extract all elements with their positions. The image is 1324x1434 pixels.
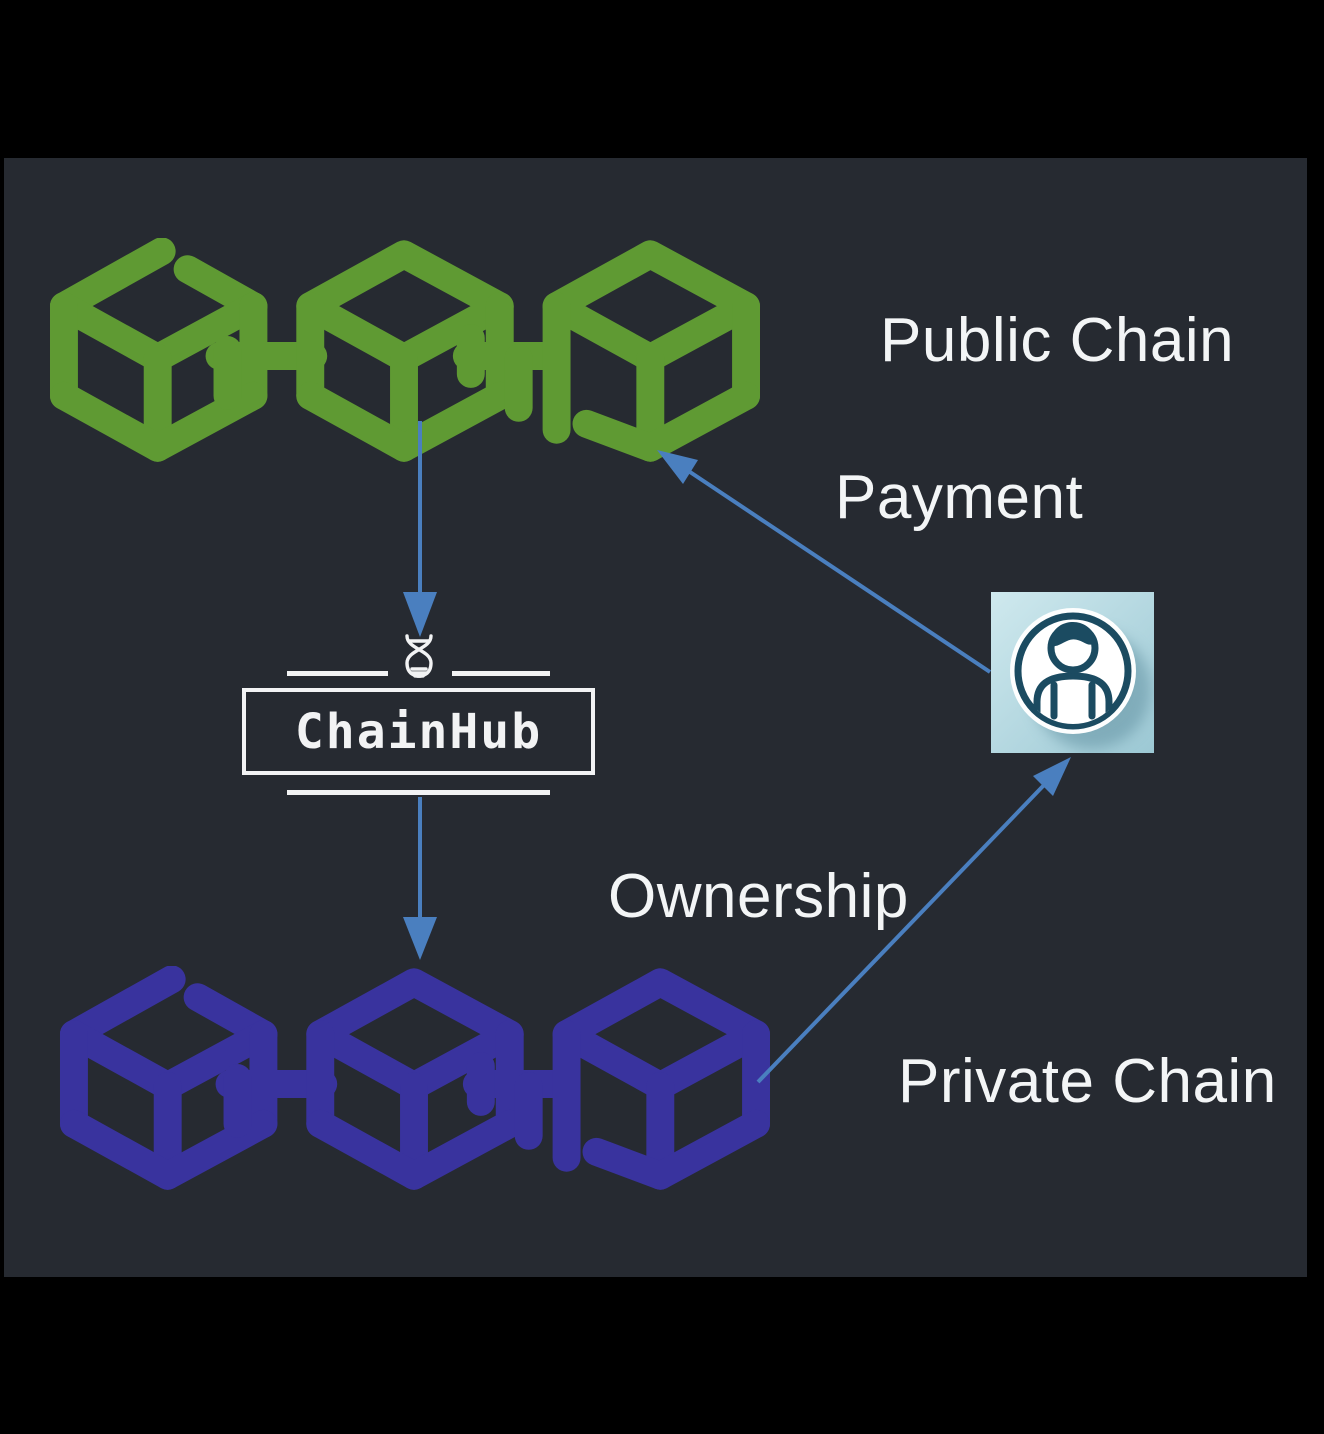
hub-top-line-right — [452, 671, 550, 676]
blockchain-cubes-green-icon — [49, 238, 761, 462]
public-chain-label: Public Chain — [880, 306, 1235, 375]
diagram-panel: ChainHub — [4, 158, 1307, 1277]
private-blockchain-icon — [58, 966, 772, 1194]
hub-top-line-left — [287, 671, 388, 676]
hub-to-private-arrow — [403, 797, 437, 960]
public-blockchain-icon — [48, 238, 762, 466]
chainhub-title: ChainHub — [294, 703, 543, 760]
dna-icon — [405, 634, 433, 678]
payment-label: Payment — [835, 463, 1084, 532]
chainhub-box: ChainHub — [242, 688, 595, 775]
avatar-hair — [1050, 622, 1096, 647]
user-avatar-icon — [991, 592, 1154, 753]
hub-bottom-line — [287, 790, 550, 795]
private-chain-label: Private Chain — [898, 1047, 1277, 1116]
ownership-label: Ownership — [608, 862, 909, 931]
blockchain-cubes-purple-icon — [59, 966, 771, 1190]
